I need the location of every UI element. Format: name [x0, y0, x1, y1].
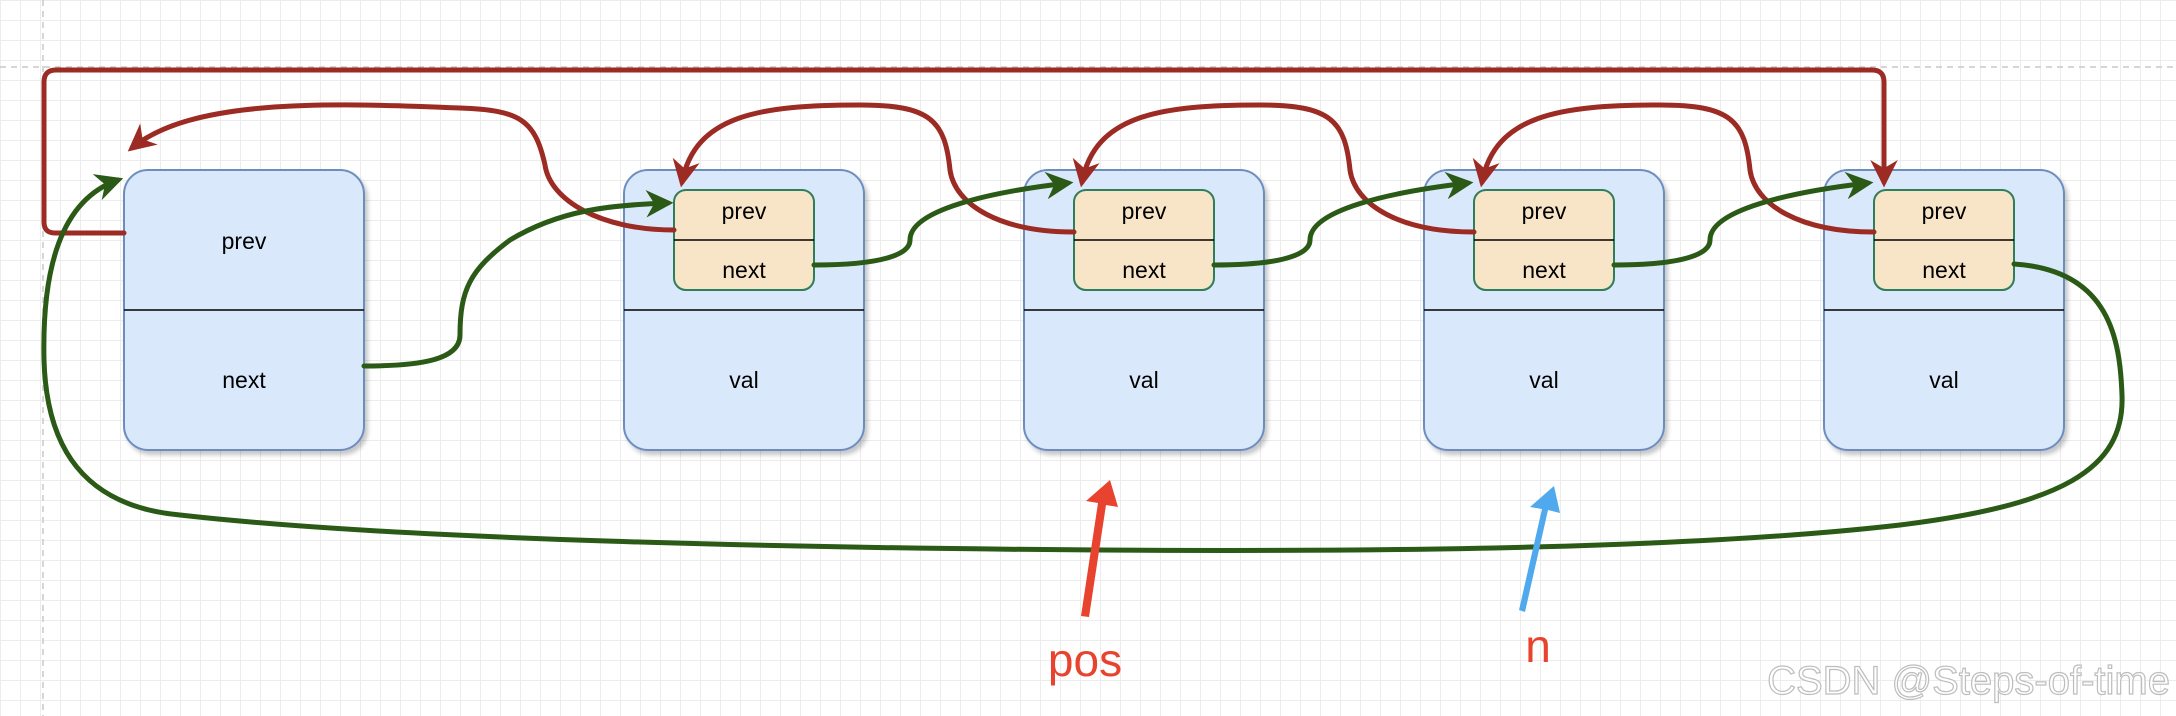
node-prev-label: prev: [1922, 198, 1967, 224]
node-val-label: val: [1129, 367, 1158, 393]
watermark-text: CSDN @Steps-of-time: [1767, 659, 2170, 703]
prev-link-arrow: [1472, 102, 1877, 235]
prev-link-arrow: [672, 102, 1077, 235]
n-pointer-arrow: [1519, 486, 1560, 612]
head-next-label: next: [222, 367, 266, 393]
next-link-arrow: [41, 174, 2125, 553]
prev-link-arrow: [1072, 102, 1477, 235]
node-next-label: next: [1922, 257, 1966, 283]
list-node: prev next val: [1023, 169, 1265, 451]
pos-pointer-label: pos: [1048, 634, 1122, 686]
list-node: prev next val: [1823, 169, 2065, 451]
next-link-arrow: [361, 190, 674, 369]
prev-link-arrow: [127, 102, 677, 233]
next-link-arrow: [1211, 171, 1474, 268]
node-prev-label: prev: [1122, 198, 1167, 224]
node-prev-label: prev: [1522, 198, 1567, 224]
node-next-label: next: [1522, 257, 1566, 283]
list-node: prev next val: [623, 169, 865, 451]
n-pointer-label: n: [1525, 620, 1551, 672]
list-node: prev next val: [1423, 169, 1665, 451]
node-next-label: next: [1122, 257, 1166, 283]
node-next-label: next: [722, 257, 766, 283]
node-prev-label: prev: [722, 198, 767, 224]
node-val-label: val: [1529, 367, 1558, 393]
node-val-label: val: [1929, 367, 1958, 393]
prev-link-arrow: [41, 67, 1898, 236]
next-link-arrow: [811, 171, 1074, 268]
next-link-arrow: [1611, 171, 1874, 268]
head-node: prev next: [123, 169, 365, 451]
node-val-label: val: [729, 367, 758, 393]
head-prev-label: prev: [222, 228, 267, 254]
pos-pointer-arrow: [1081, 480, 1118, 617]
